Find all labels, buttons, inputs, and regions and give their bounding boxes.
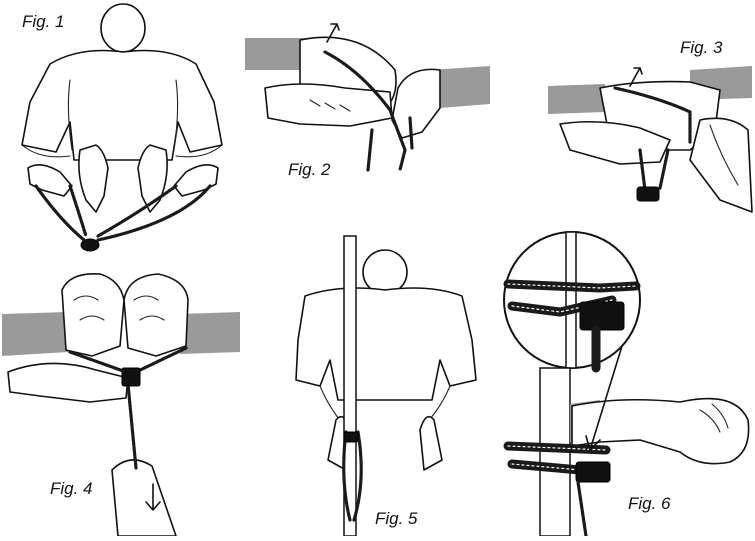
- fig4-right-fist: [124, 274, 188, 356]
- fig6-lock: [576, 462, 610, 482]
- fig-label-3: Fig. 3: [680, 38, 723, 58]
- fig4-illustration: [2, 274, 240, 536]
- fig6-magnified-lock: [580, 302, 624, 330]
- fig2-cord-end: [410, 118, 412, 148]
- fig1-illustration: [22, 4, 222, 251]
- fig6-illustration: [504, 232, 749, 536]
- fig4-left-sleeve: [2, 312, 68, 356]
- fig5-right-hand: [420, 417, 442, 470]
- fig3-illustration: [548, 66, 752, 212]
- fig2-helper-right-hand: [392, 69, 440, 138]
- fig1-helper-left-hand: [28, 165, 72, 196]
- fig6-magnified-cord-top: [508, 284, 636, 288]
- fig1-left-hand: [79, 145, 108, 212]
- fig5-head: [363, 250, 407, 294]
- fig5-lock: [344, 432, 358, 442]
- fig4-helper-hand: [8, 363, 128, 402]
- fig3-lock: [637, 187, 659, 201]
- fig6-magnifier-pole: [566, 232, 576, 368]
- fig4-right-sleeve: [180, 312, 240, 354]
- fig2-illustration: [245, 24, 490, 170]
- fig1-helper-right-hand: [174, 165, 218, 196]
- fig4-pulling-hand: [112, 460, 176, 536]
- fig1-lock: [81, 239, 99, 251]
- fig-label-4: Fig. 4: [50, 479, 93, 499]
- fig1-torso: [22, 51, 222, 161]
- fig1-head: [101, 4, 145, 52]
- fig6-cord-tail: [578, 482, 586, 536]
- fig-label-2: Fig. 2: [288, 160, 331, 180]
- fig4-cord-pull: [128, 384, 136, 468]
- fig4-lock: [122, 368, 140, 386]
- fig4-left-fist: [62, 274, 124, 356]
- fig2-cord-loose: [368, 130, 372, 170]
- fig3-helper-right-hand: [690, 118, 752, 212]
- fig-label-5: Fig. 5: [375, 509, 418, 529]
- fig3-left-sleeve: [548, 84, 605, 114]
- fig5-torso: [296, 288, 476, 400]
- fig-label-6: Fig. 6: [628, 494, 671, 514]
- fig5-illustration: [296, 236, 476, 536]
- fig-label-1: Fig. 1: [22, 12, 65, 32]
